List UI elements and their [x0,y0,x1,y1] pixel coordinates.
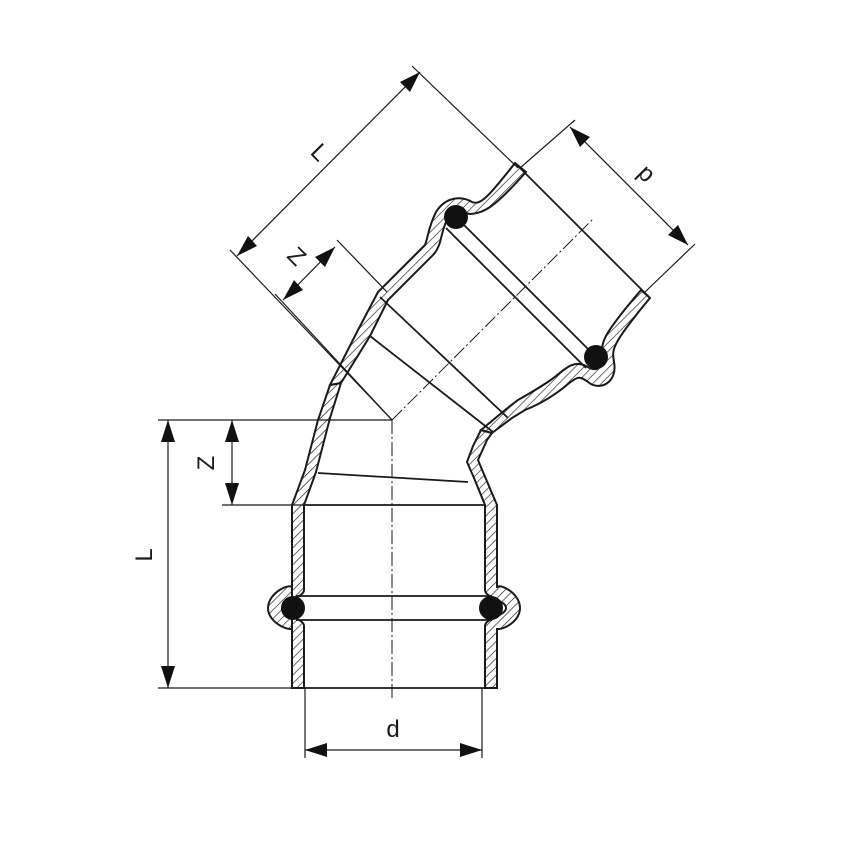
lower-right-wall [465,428,522,689]
bend-transition-line [317,472,469,483]
upper-d-extension-b [644,243,696,293]
arrow-up-icon [161,420,175,442]
upper-z-start-extension [274,293,393,421]
upper-right-seal-ring [584,345,608,369]
upper-center-axis [391,217,595,421]
upper-left-seal-ring [444,205,468,229]
lower-diameter-label: d [386,716,399,743]
arrow-up-right-icon [315,247,335,267]
arrow-up-icon [225,420,239,442]
lower-left-wall [266,381,343,689]
upper-seal-groove-a [455,216,597,358]
upper-diameter-label: d [630,161,659,190]
arrow-down-left-icon [237,236,257,256]
upper-z-end-extension [336,239,388,293]
arrow-down-right-icon [668,225,688,245]
arrow-up-left-icon [570,127,590,147]
arrow-down-icon [225,483,239,505]
arrow-down-left-icon [283,280,303,300]
upper-socket-stop-line [379,296,509,419]
upper-right-wall [478,288,652,435]
upper-length-dimension-line [236,71,421,257]
lower-dimensions: L Z d [131,419,483,758]
lower-right-seal-ring [479,596,503,620]
upper-seal-groove-b [445,227,587,369]
lower-left-seal-ring [281,596,305,620]
arrow-left-icon [305,743,327,757]
arrow-down-icon [161,666,175,688]
upper-bend-transition [369,335,494,433]
upper-z-label: Z [282,242,311,271]
upper-d-extension-a [519,119,576,169]
upper-l-end-extension [411,65,519,169]
upper-left-wall [328,161,528,387]
upper-end-face [514,162,651,299]
arrow-up-right-icon [400,72,420,92]
lower-socket [266,381,522,700]
lower-length-label: L [131,548,158,561]
upper-dimensions: L Z d [229,65,696,421]
upper-diameter-dimension-line [569,126,689,246]
arrow-right-icon [460,743,482,757]
lower-z-label: Z [193,456,220,471]
upper-socket [328,161,652,435]
